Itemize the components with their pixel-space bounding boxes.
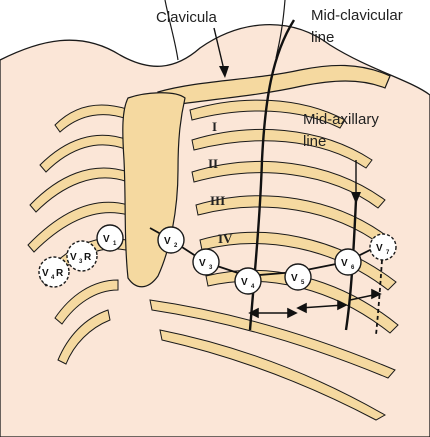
intercostal-label-4: IV — [218, 231, 233, 246]
mid-axillary-label-line1: Mid-axillary — [303, 111, 379, 128]
svg-text:V: V — [376, 243, 383, 254]
electrode-v3: V 3 — [193, 249, 219, 275]
svg-text:V: V — [291, 273, 298, 284]
intercostal-label-3: III — [210, 193, 225, 208]
mid-clavicular-label-line1: Mid-clavicular — [311, 7, 403, 24]
electrode-v2: V 2 — [158, 227, 184, 253]
svg-text:V: V — [164, 236, 171, 247]
electrode-v6: V 6 — [335, 249, 361, 275]
svg-text:V: V — [199, 258, 206, 269]
electrode-v1: V 1 — [97, 225, 123, 251]
intercostal-label-1: I — [212, 119, 217, 134]
clavicula-label: Clavicula — [156, 9, 218, 26]
svg-text:V: V — [70, 252, 77, 263]
electrode-v3r: V 3 R — [67, 241, 97, 271]
electrode-v4: V 4 — [235, 268, 261, 294]
electrode-v4r: V 4 R — [39, 257, 69, 287]
svg-text:V: V — [341, 258, 348, 269]
mid-clavicular-label-line2: line — [311, 29, 334, 46]
svg-text:V: V — [42, 268, 49, 279]
svg-text:R: R — [84, 252, 92, 263]
intercostal-label-2: II — [208, 156, 218, 171]
electrode-v5: V 5 — [285, 264, 311, 290]
svg-text:V: V — [103, 234, 110, 245]
mid-axillary-label-line2: line — [303, 133, 326, 150]
svg-text:R: R — [56, 268, 64, 279]
electrode-v7: V 7 — [370, 234, 396, 260]
svg-text:V: V — [241, 277, 248, 288]
